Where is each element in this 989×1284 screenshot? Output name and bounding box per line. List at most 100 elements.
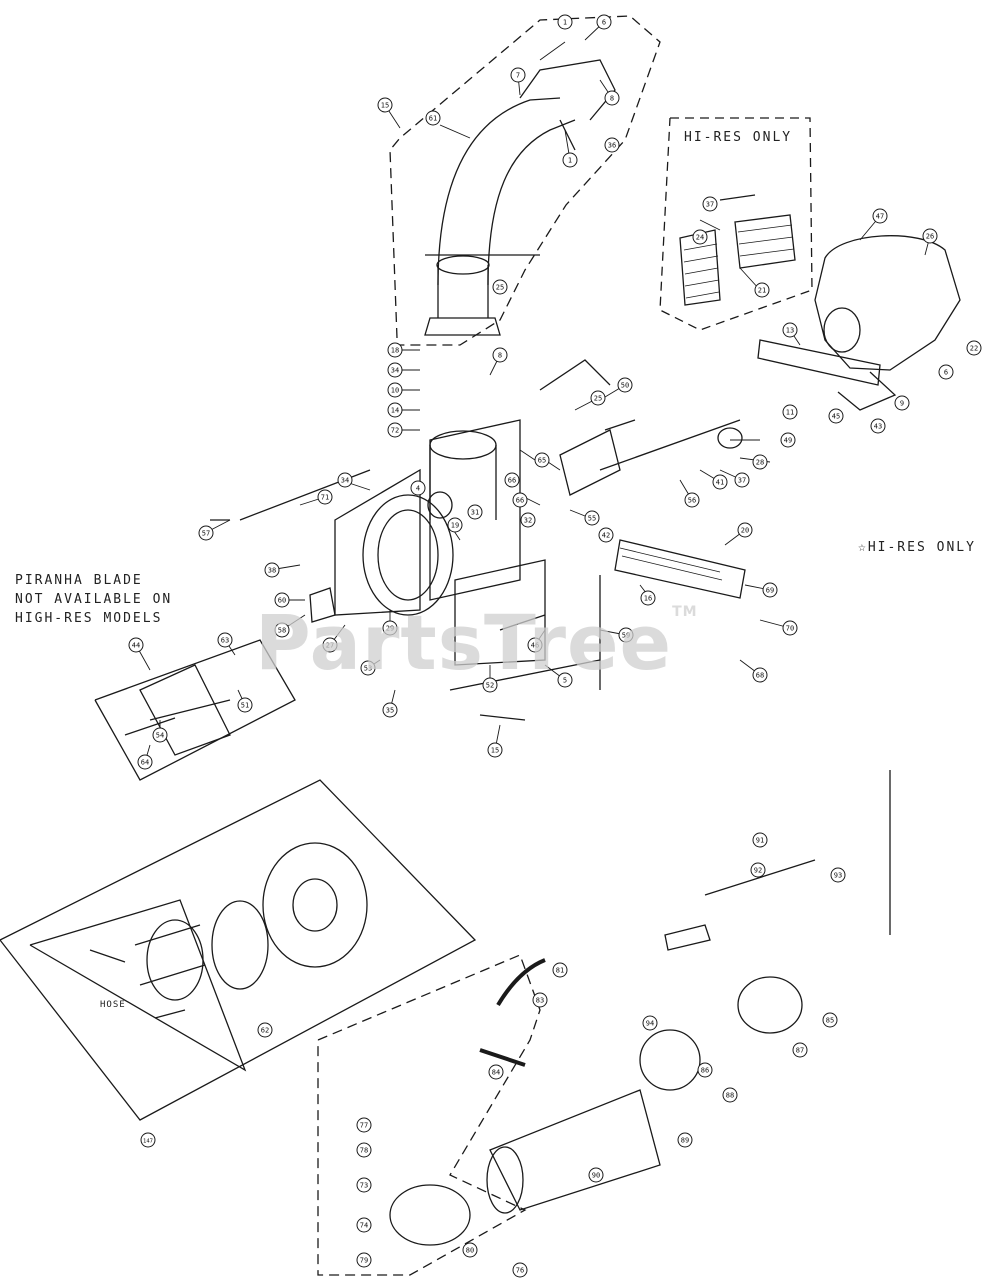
callout-25: 25 bbox=[492, 279, 508, 295]
callout-circle bbox=[487, 742, 503, 758]
callout-number: 77 bbox=[360, 1122, 368, 1130]
housing-shell bbox=[425, 254, 540, 601]
callout-circle bbox=[237, 697, 253, 713]
callout-circle bbox=[722, 1087, 738, 1103]
housing-inlet-inner bbox=[377, 509, 439, 601]
callout-90: 90 bbox=[588, 1167, 604, 1183]
piranha-note-line-1: PIRANHA BLADE bbox=[15, 573, 143, 588]
callout-number: 45 bbox=[832, 413, 840, 421]
impeller-bolt bbox=[499, 614, 546, 631]
hose-plate bbox=[211, 900, 269, 990]
callout-number: 6 bbox=[944, 369, 948, 377]
callout-89: 89 bbox=[677, 1132, 693, 1148]
callout-circle bbox=[754, 282, 770, 298]
callout-number: 57 bbox=[202, 530, 210, 538]
callout-circle bbox=[692, 229, 708, 245]
callout-20: 20 bbox=[737, 522, 753, 538]
callout-number: 6 bbox=[602, 19, 606, 27]
callout-number: 147 bbox=[143, 1139, 153, 1145]
callout-number: 42 bbox=[602, 532, 610, 540]
callout-92: 92 bbox=[750, 862, 766, 878]
callout-57: 57 bbox=[198, 525, 214, 541]
callout-24: 24 bbox=[692, 229, 708, 245]
callout-circle bbox=[527, 637, 543, 653]
callout-circle bbox=[684, 492, 700, 508]
callout-number: 92 bbox=[754, 867, 762, 875]
callout-circle bbox=[360, 660, 376, 676]
callout-number: 26 bbox=[926, 233, 934, 241]
callout-10: 10 bbox=[387, 382, 403, 398]
callout-number: 31 bbox=[471, 509, 479, 517]
callout-85: 85 bbox=[822, 1012, 838, 1028]
callout-number: 85 bbox=[826, 1017, 834, 1025]
callout-65: 65 bbox=[534, 452, 550, 468]
callout-circle bbox=[642, 1015, 658, 1031]
hose-kit-group bbox=[0, 779, 477, 1121]
callout-15: 15 bbox=[487, 742, 503, 758]
callout-number: 65 bbox=[538, 457, 546, 465]
callout-circle bbox=[198, 525, 214, 541]
callout-number: 87 bbox=[796, 1047, 804, 1055]
callout-21: 21 bbox=[754, 282, 770, 298]
callout-circle bbox=[140, 1132, 156, 1148]
callout-28: 28 bbox=[752, 454, 768, 470]
callout-31: 31 bbox=[467, 504, 483, 520]
callout-11: 11 bbox=[782, 404, 798, 420]
callout-number: 27 bbox=[326, 642, 334, 650]
callout-circle bbox=[588, 1167, 604, 1183]
callout-46: 46 bbox=[527, 637, 543, 653]
partstree-watermark: PartsTreeTM bbox=[255, 598, 698, 687]
callout-circle bbox=[317, 489, 333, 505]
callout-circle bbox=[604, 90, 620, 106]
handle-lower-rail bbox=[449, 659, 601, 691]
callout-circle bbox=[782, 620, 798, 636]
housing-outlet bbox=[429, 430, 497, 460]
vacuum-bracket bbox=[664, 924, 711, 951]
callout-circle bbox=[872, 208, 888, 224]
vacuum-hose-mid bbox=[479, 1048, 526, 1067]
side-clip bbox=[309, 587, 336, 623]
callout-8: 8 bbox=[492, 347, 508, 363]
callout-circle bbox=[782, 404, 798, 420]
callout-14: 14 bbox=[387, 402, 403, 418]
callout-4: 4 bbox=[410, 480, 426, 496]
callout-16: 16 bbox=[640, 590, 656, 606]
callout-number: 38 bbox=[268, 567, 276, 575]
callout-number: 52 bbox=[486, 682, 494, 690]
callout-number: 81 bbox=[556, 967, 564, 975]
hose-adapter-body bbox=[134, 924, 206, 986]
callout-number: 32 bbox=[524, 517, 532, 525]
callout-69: 69 bbox=[762, 582, 778, 598]
callout-7: 7 bbox=[510, 67, 526, 83]
callout-29: 29 bbox=[382, 620, 398, 636]
callout-number: 50 bbox=[621, 382, 629, 390]
callout-circle bbox=[677, 1132, 693, 1148]
callout-number: 5 bbox=[563, 677, 567, 685]
chute-flange bbox=[424, 317, 501, 336]
callout-91: 91 bbox=[752, 832, 768, 848]
callout-number: 34 bbox=[341, 477, 349, 485]
callout-number: 11 bbox=[786, 409, 794, 417]
callout-68: 68 bbox=[752, 667, 768, 683]
callout-circle bbox=[462, 1242, 478, 1258]
callout-32: 32 bbox=[520, 512, 536, 528]
callout-56: 56 bbox=[684, 492, 700, 508]
callout-circle bbox=[512, 1262, 528, 1278]
callout-circle bbox=[387, 402, 403, 418]
callout-number: 60 bbox=[278, 597, 286, 605]
housing-left-plate bbox=[334, 468, 421, 616]
callout-78: 78 bbox=[356, 1142, 372, 1158]
callout-circle bbox=[697, 1062, 713, 1078]
callout-number: 41 bbox=[716, 479, 724, 487]
callout-41: 41 bbox=[712, 474, 728, 490]
callout-circle bbox=[387, 342, 403, 358]
callout-number: 25 bbox=[594, 395, 602, 403]
callout-circle bbox=[492, 279, 508, 295]
callout-number: 10 bbox=[391, 387, 399, 395]
callout-number: 4 bbox=[416, 485, 420, 493]
callout-circle bbox=[938, 364, 954, 380]
callout-circle bbox=[337, 472, 353, 488]
callout-27: 27 bbox=[322, 637, 338, 653]
